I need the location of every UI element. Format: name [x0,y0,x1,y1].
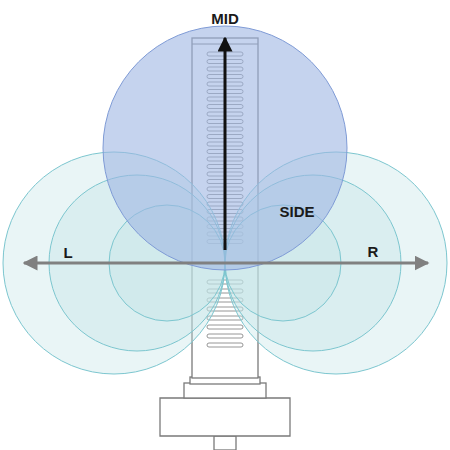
axis-label: L [63,245,72,260]
grille-slot [207,343,243,347]
axis-label: MID [211,11,239,26]
label-holder: MID [211,11,239,26]
grille-slot [207,334,243,338]
axis-label: SIDE [279,204,314,219]
axis-label: R [368,244,379,259]
side-axis-arrow [24,262,428,265]
label-holder: SIDE [279,204,314,219]
grille-slot [207,316,243,320]
label-holder: R [368,244,379,259]
mid-axis-arrow [224,38,227,250]
label-holder: L [63,245,72,260]
mid-pattern [103,26,347,270]
grille-slot [207,325,243,329]
